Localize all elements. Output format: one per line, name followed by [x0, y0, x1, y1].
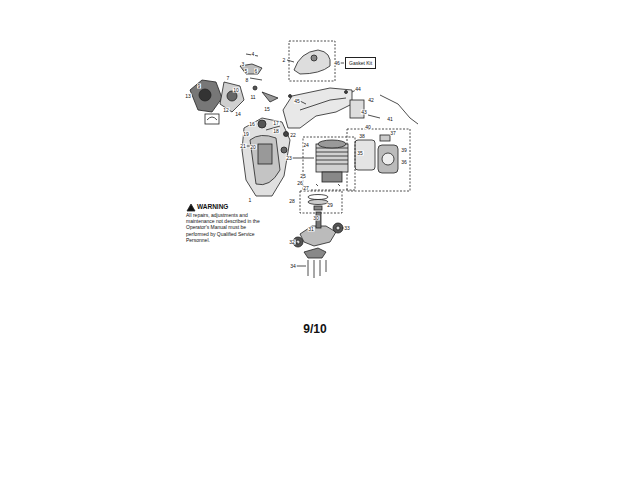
- callout-number: 21: [240, 144, 247, 149]
- page-number: 9/10: [303, 322, 326, 336]
- callout-number: 35: [357, 151, 364, 156]
- callout-number: 15: [264, 107, 271, 112]
- warning-heading: WARNING: [197, 203, 228, 210]
- callout-number: 25: [300, 174, 307, 179]
- callout-number: 2: [282, 58, 286, 63]
- callout-number: 32: [289, 240, 296, 245]
- callout-number: 36: [401, 160, 408, 165]
- kit-box: Gasket Kit: [345, 57, 376, 69]
- box-text: Gasket Kit: [349, 60, 372, 66]
- callout-number: 33: [344, 226, 351, 231]
- callout-number: 23: [286, 156, 293, 161]
- callout-number: 3: [241, 62, 245, 67]
- callout-number: 12: [223, 108, 230, 113]
- callout-number: 6: [254, 69, 258, 74]
- callout-number: 46: [334, 61, 341, 66]
- callout-number: 14: [235, 112, 242, 117]
- callout-number: 34: [290, 264, 297, 269]
- callout-number: 19: [243, 132, 250, 137]
- callout-number: 30: [313, 216, 320, 221]
- callout-number: 42: [368, 98, 375, 103]
- callout-number: 39: [401, 148, 408, 153]
- callout-number: 11: [250, 95, 256, 100]
- callout-number: 7: [226, 76, 230, 81]
- callout-number: 24: [303, 143, 310, 148]
- callout-number: 43: [361, 110, 368, 115]
- callout-number: 17: [273, 121, 280, 126]
- callout-number: 27: [303, 186, 310, 191]
- callout-number: 16: [249, 122, 256, 127]
- callout-number: 40: [365, 125, 372, 130]
- callout-number: 8: [245, 78, 249, 83]
- callout-number: 29: [327, 203, 334, 208]
- callout-number: 31: [308, 227, 315, 232]
- callout-number: 38: [359, 134, 366, 139]
- callout-number: 10: [233, 88, 240, 93]
- callout-number: 45: [294, 99, 301, 104]
- callout-number: 1: [248, 198, 252, 203]
- callout-number: 37: [390, 131, 397, 136]
- callout-number: 20: [250, 145, 257, 150]
- callout-number: 44: [355, 87, 362, 92]
- callout-number: 18: [273, 129, 280, 134]
- callout-number: 9: [197, 84, 201, 89]
- callout-number: 13: [185, 94, 192, 99]
- callout-number: 5: [244, 69, 248, 74]
- callout-number: 28: [289, 199, 296, 204]
- warning-note: All repairs, adjustments and maintenance…: [186, 212, 268, 243]
- callout-number: 4: [251, 52, 255, 57]
- callout-number: 22: [290, 133, 297, 138]
- callout-number: 41: [387, 117, 394, 122]
